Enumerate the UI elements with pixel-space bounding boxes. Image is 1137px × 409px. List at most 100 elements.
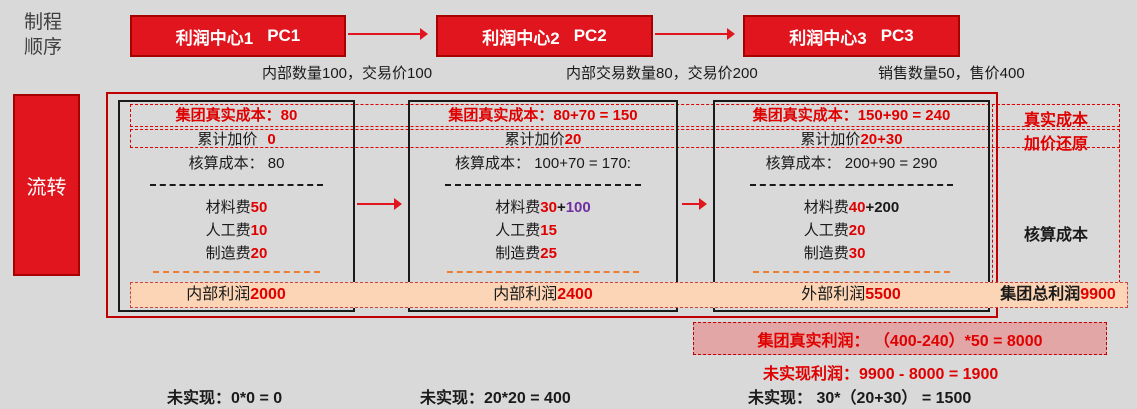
group-true-cost: 集团真实成本：150+90 = 240	[752, 107, 951, 124]
material-label: 材料费	[495, 199, 541, 216]
internal-profit-pc1: 内部利润2000	[186, 282, 286, 308]
profit-center-3-box: 利润中心3 PC3	[743, 15, 960, 57]
profit-value: 2000	[250, 286, 286, 303]
mfg-label: 制造费	[495, 245, 541, 262]
dashed-divider	[444, 184, 642, 186]
cost-flow-arrow-icon	[682, 198, 707, 210]
cost-items: 材料费50 人工费10 制造费20	[206, 196, 268, 265]
mfg-value: 20	[250, 245, 268, 262]
cost-items: 材料费40+200 人工费20 制造费30	[804, 196, 900, 265]
profit-value: 2400	[557, 286, 593, 303]
process-order-line1: 制程	[24, 12, 63, 33]
profit-center-2-name: 利润中心2	[482, 28, 560, 48]
profit-band	[130, 282, 1128, 308]
group-total-profit: 集团总利润9900	[1000, 282, 1116, 308]
cost-flow-arrow-icon	[357, 198, 402, 210]
material-value: 50	[250, 199, 268, 216]
flow-outer-frame	[106, 92, 998, 318]
markup-value: 0	[267, 131, 276, 148]
material-extra: 100	[565, 199, 591, 216]
orange-dashed-divider	[753, 271, 950, 273]
material-cost: 材料费30+100	[495, 196, 591, 219]
labor-cost: 人工费10	[206, 219, 268, 242]
group-true-profit-box: 集团真实利润： （400-240）*50 = 8000	[693, 322, 1107, 355]
mfg-cost: 制造费25	[495, 242, 591, 265]
material-label: 材料费	[205, 199, 251, 216]
material-extra: +200	[865, 199, 900, 216]
material-label: 材料费	[803, 199, 849, 216]
cost-box-pc2: 集团真实成本：80+70 = 150 累计加价20 核算成本： 100+70 =…	[408, 100, 678, 312]
dashed-divider	[150, 184, 323, 186]
profit-value: 5500	[865, 286, 901, 303]
group-true-profit-text: 集团真实利润： （400-240）*50 = 8000	[757, 332, 1043, 350]
material-cost: 材料费50	[206, 196, 268, 219]
mfg-value: 30	[848, 245, 866, 262]
profit-label: 内部利润	[186, 286, 251, 303]
group-true-cost: 集团真实成本：80+70 = 150	[448, 107, 638, 124]
process-order-line2: 顺序	[24, 37, 63, 58]
group-true-cost: 集团真实成本：80	[175, 107, 298, 124]
profit-label: 内部利润	[493, 286, 558, 303]
labor-label: 人工费	[495, 222, 541, 239]
profit-center-1-name: 利润中心1	[175, 28, 254, 48]
material-cost: 材料费40+200	[804, 196, 900, 219]
profit-center-2-box: 利润中心2 PC2	[436, 15, 653, 57]
external-profit-pc3: 外部利润5500	[801, 282, 901, 308]
flow-label: 流转	[26, 176, 67, 199]
profit-center-3-name: 利润中心3	[789, 28, 867, 48]
mfg-cost: 制造费30	[804, 242, 900, 265]
labor-label: 人工费	[803, 222, 849, 239]
transfer-note-1: 内部数量100，交易价100	[262, 65, 433, 82]
accounting-cost: 核算成本： 200+90 = 290	[765, 155, 938, 172]
accumulated-markup: 累计加价 0	[120, 130, 353, 150]
profit-center-2-code: PC2	[573, 26, 607, 45]
unrealized-pc3-formula: 未实现： 30*（20+30） = 1500	[748, 390, 972, 407]
transfer-note-2: 内部交易数量80，交易价200	[566, 65, 758, 82]
cost-box-pc1: 集团真实成本：80 累计加价 0 核算成本： 80 材料费50 人工费10 制造费…	[118, 100, 355, 312]
labor-label: 人工费	[205, 222, 251, 239]
labor-cost: 人工费20	[804, 219, 900, 242]
mfg-label: 制造费	[205, 245, 251, 262]
legend-markup-restore: 加价还原	[1023, 136, 1088, 153]
accounting-cost: 核算成本： 100+70 = 170:	[455, 155, 631, 172]
flow-arrow-icon	[655, 28, 735, 40]
labor-cost: 人工费15	[495, 219, 591, 242]
orange-dashed-divider	[152, 271, 321, 273]
process-order-label: 制程 顺序	[24, 10, 62, 60]
cost-items: 材料费30+100 人工费15 制造费25	[495, 196, 591, 265]
cost-box-pc3: 集团真实成本：150+90 = 240 累计加价20+30 核算成本： 200+…	[713, 100, 990, 312]
unrealized-pc1-formula: 未实现：0*0 = 0	[167, 390, 283, 407]
flow-label-box: 流转	[13, 94, 80, 276]
markup-label: 累计加价	[504, 131, 565, 148]
orange-dashed-divider	[447, 271, 639, 273]
markup-label: 累计加价	[800, 131, 861, 148]
markup-value: 20	[564, 131, 582, 148]
legend-true-cost: 真实成本	[1023, 112, 1088, 129]
profit-label: 外部利润	[801, 286, 866, 303]
unrealized-profit-formula: 未实现利润：9900 - 8000 = 1900	[763, 366, 999, 383]
total-profit-value: 9900	[1080, 286, 1116, 303]
labor-value: 10	[250, 222, 268, 239]
unrealized-pc2-formula: 未实现：20*20 = 400	[420, 390, 571, 407]
markup-value: 20+30	[860, 131, 903, 148]
accumulated-markup: 累计加价20	[410, 130, 676, 150]
total-profit-label: 集团总利润	[1000, 286, 1081, 303]
internal-profit-pc2: 内部利润2400	[493, 282, 593, 308]
labor-value: 20	[848, 222, 866, 239]
accumulated-markup: 累计加价20+30	[715, 130, 988, 150]
labor-value: 15	[540, 222, 557, 239]
profit-center-1-box: 利润中心1 PC1	[130, 15, 346, 57]
flow-arrow-icon	[348, 28, 428, 40]
material-plus: +	[556, 199, 566, 216]
legend-accounting-cost: 核算成本	[1023, 227, 1088, 244]
accounting-cost: 核算成本： 80	[188, 155, 285, 172]
mfg-label: 制造费	[803, 245, 849, 262]
material-value: 40	[848, 199, 866, 216]
markup-label: 累计加价	[197, 131, 258, 148]
profit-center-1-code: PC1	[267, 26, 301, 45]
dashed-divider	[750, 184, 953, 186]
profit-center-3-code: PC3	[880, 26, 914, 45]
material-value: 30	[540, 199, 557, 216]
mfg-cost: 制造费20	[206, 242, 268, 265]
